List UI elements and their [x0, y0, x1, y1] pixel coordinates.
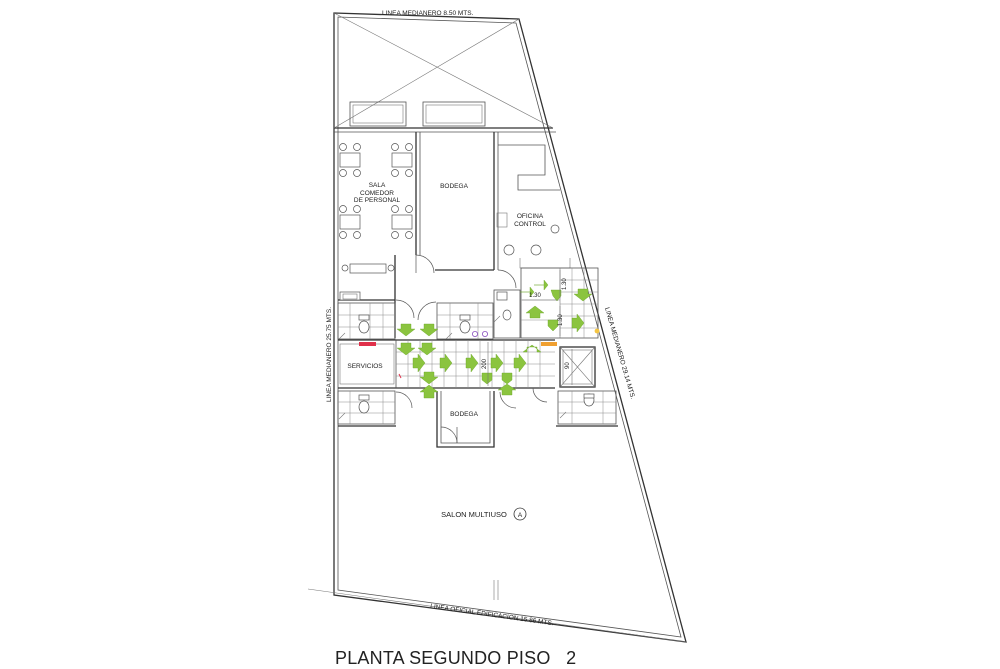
salon-tag-circle	[513, 507, 527, 521]
markers	[359, 328, 600, 379]
boundary-label-bottom: LINEA OFICIAL EDIFICACION 15.86 MTS.	[430, 603, 554, 627]
room-label-servicios: SERVICIOS	[347, 363, 383, 370]
room-label-salon: SALON MULTIUSO	[441, 510, 507, 519]
dimension-label-5: 90	[565, 362, 571, 369]
interior-walls	[337, 132, 618, 448]
room-label-control: CONTROL	[514, 221, 546, 228]
drawing-title: PLANTA SEGUNDO PISO 2	[335, 648, 577, 668]
evacuation-arrows	[396, 279, 593, 399]
boundary-label-top: LINEA MEDIANERO 8.50 MTS.	[382, 10, 474, 17]
dimension-lines	[487, 270, 573, 386]
sanitary-fixtures	[338, 291, 595, 420]
room-label-de-personal: DE PERSONAL	[354, 197, 401, 204]
boundary-label-left: LINEA MEDIANERO 25.75 MTS.	[326, 307, 333, 402]
dining-furniture	[339, 143, 560, 301]
dimension-label-4: 200	[482, 358, 488, 369]
room-label-comedor: COMEDOR	[360, 190, 394, 197]
entrance-marks	[493, 580, 499, 600]
salon-tag: A	[518, 512, 523, 519]
room-label-bodega-top: BODEGA	[440, 183, 468, 190]
room-label-bodega-bottom: BODEGA	[450, 411, 478, 418]
room-label-sala: SALA	[369, 182, 386, 189]
dimension-label-3: 1.30	[558, 314, 564, 326]
doors	[395, 254, 548, 444]
dimension-label-2: 1.30	[562, 278, 568, 290]
room-label-oficina: OFICINA	[517, 213, 544, 220]
dimension-label-1: 1.30	[529, 293, 541, 299]
top-void	[333, 12, 556, 133]
